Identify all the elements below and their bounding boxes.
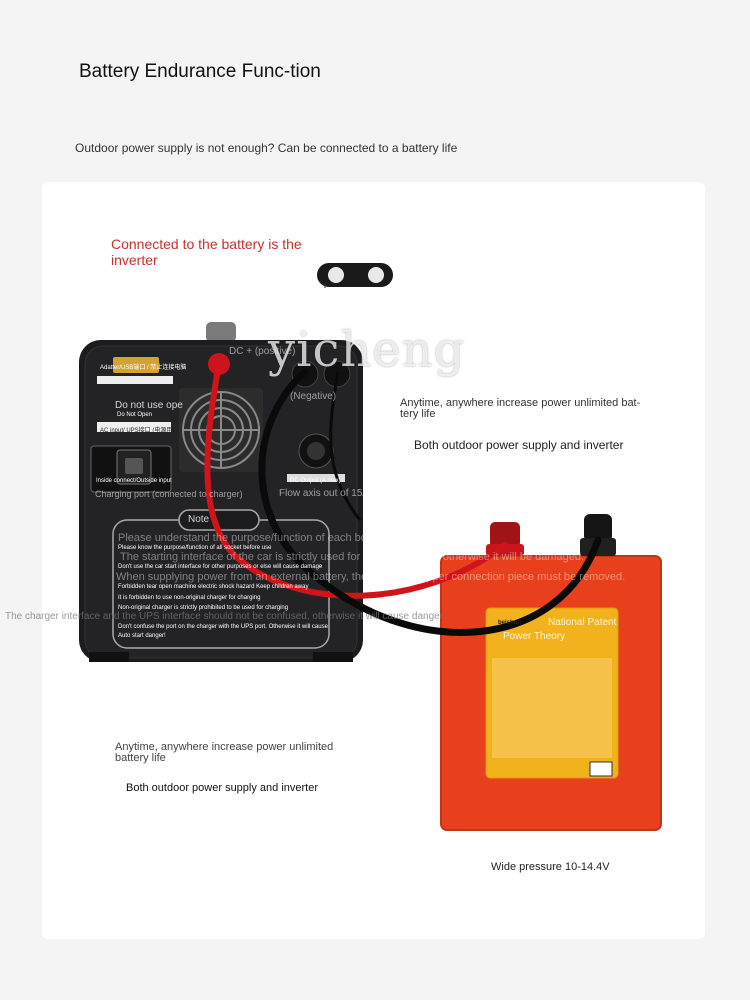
both-right-text: Both outdoor power supply and inverter [414, 438, 624, 452]
copper-connector-icon [317, 263, 393, 288]
wide-pressure-text: Wide pressure 10-14.4V [491, 861, 610, 873]
do-not-open-label: Do Not Open [117, 412, 153, 418]
usb-port-label: Adatter/USB端口 / 禁止连接电脑 [100, 365, 187, 371]
note-label: Note [188, 514, 210, 525]
dont-confuse-text: Don't confuse the port on the charger wi… [118, 624, 328, 630]
non-original-text: Non-original charger is strictly prohibi… [118, 605, 289, 611]
purpose-small-text: Please know the purpose/function of all … [118, 545, 272, 551]
ac-input-label: AC input/ UPS接口 (电源用) [100, 428, 175, 434]
do-not-use-label: Do not use ope [115, 400, 183, 411]
power-theory-label: Power Theory [503, 631, 566, 642]
anytime-right-text: Anytime, anywhere increase power unlimit… [400, 397, 641, 420]
anytime-left-text: Anytime, anywhere increase power unlimit… [115, 741, 334, 764]
diagram-caption: Connected to the battery is the inverter [111, 236, 302, 268]
charging-port-label: Charging port (connected to charger) [95, 489, 243, 499]
dont-use-text: Don't use the car start interface for ot… [118, 564, 323, 570]
watermark-text: yicheng [268, 322, 466, 378]
battery-brand-label: beishun [498, 620, 522, 626]
page-subtitle: Outdoor power supply is not enough? Can … [75, 141, 458, 155]
both-left-text: Both outdoor power supply and inverter [126, 782, 319, 794]
national-patent-label: National Patent [548, 617, 617, 628]
no-open-small-text: It is forbidden to use non-original char… [118, 595, 261, 601]
when-supplying-text: When supplying power from an external ba… [116, 571, 626, 583]
dc-positive-label: DC + (positive) [229, 346, 296, 357]
dc-output-label: DC Output (A max) [290, 478, 341, 484]
charger-interface-text: The charger interface and the UPS interf… [5, 611, 446, 622]
inside-connect-label: Inside connect/Outside input [96, 478, 172, 484]
negative-label: (Negative) [290, 391, 337, 402]
auto-start-text: Auto start danger! [118, 633, 166, 639]
starting-interface-text: The starting interface of the car is str… [120, 551, 585, 563]
purpose-text: Please understand the purpose/function o… [118, 532, 428, 544]
flow-axis-label: Flow axis out of 15A 180Wma [279, 488, 412, 499]
page-title: Battery Endurance Func-tion [79, 61, 321, 82]
forbidden-text: Forbidden tear open machine electric sho… [118, 584, 309, 590]
